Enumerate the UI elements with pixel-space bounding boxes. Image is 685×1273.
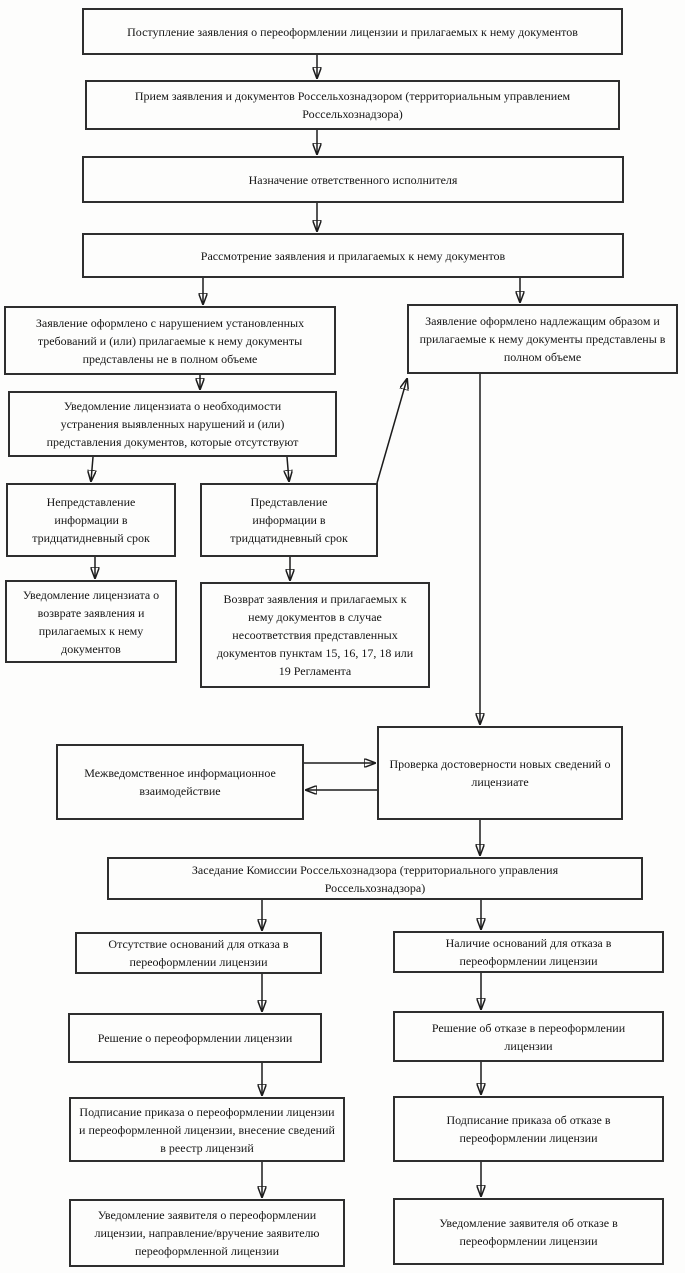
node-info-provided: Представление информации в тридцатидневн… — [200, 483, 378, 557]
node-decision-reissue: Решение о переоформлении лицензии — [68, 1013, 322, 1063]
node-notify-applicant-reissue: Уведомление заявителя о переоформлении л… — [69, 1199, 345, 1267]
node-commission-meeting: Заседание Комиссии Россельхознадзора (те… — [107, 857, 643, 900]
node-notify-licensee-fix: Уведомление лицензиата о необходимости у… — [8, 391, 337, 457]
node-interagency-interaction: Межведомственное информационное взаимоде… — [56, 744, 304, 820]
node-assign-executor: Назначение ответственного исполнителя — [82, 156, 624, 203]
node-sign-order-reissue: Подписание приказа о переоформлении лице… — [69, 1097, 345, 1162]
node-review-application: Рассмотрение заявления и прилагаемых к н… — [82, 233, 624, 278]
node-info-not-provided: Непредставление информации в тридцатидне… — [6, 483, 176, 557]
arrow-notify-fix-to-not-provided — [91, 456, 93, 481]
node-decision-refuse: Решение об отказе в переоформлении лицен… — [393, 1011, 664, 1062]
node-accept-documents: Прием заявления и документов Россельхозн… — [85, 80, 620, 130]
node-no-refusal-grounds: Отсутствие оснований для отказа в переоф… — [75, 932, 322, 974]
node-refusal-grounds: Наличие оснований для отказа в переоформ… — [393, 931, 664, 973]
node-receive-application: Поступление заявления о переоформлении л… — [82, 8, 623, 55]
node-improper-application: Заявление оформлено с нарушением установ… — [4, 306, 336, 375]
node-notify-return: Уведомление лицензиата о возврате заявле… — [5, 580, 177, 663]
node-notify-applicant-refuse: Уведомление заявителя об отказе в переоф… — [393, 1198, 664, 1265]
arrow-provided-to-proper — [376, 379, 407, 484]
node-sign-order-refuse: Подписание приказа об отказе в переоформ… — [393, 1096, 664, 1162]
node-return-documents: Возврат заявления и прилагаемых к нему д… — [200, 582, 430, 688]
node-proper-application: Заявление оформлено надлежащим образом и… — [407, 304, 678, 374]
node-verify-new-info: Проверка достоверности новых сведений о … — [377, 726, 623, 820]
arrow-notify-fix-to-provided — [287, 456, 289, 481]
